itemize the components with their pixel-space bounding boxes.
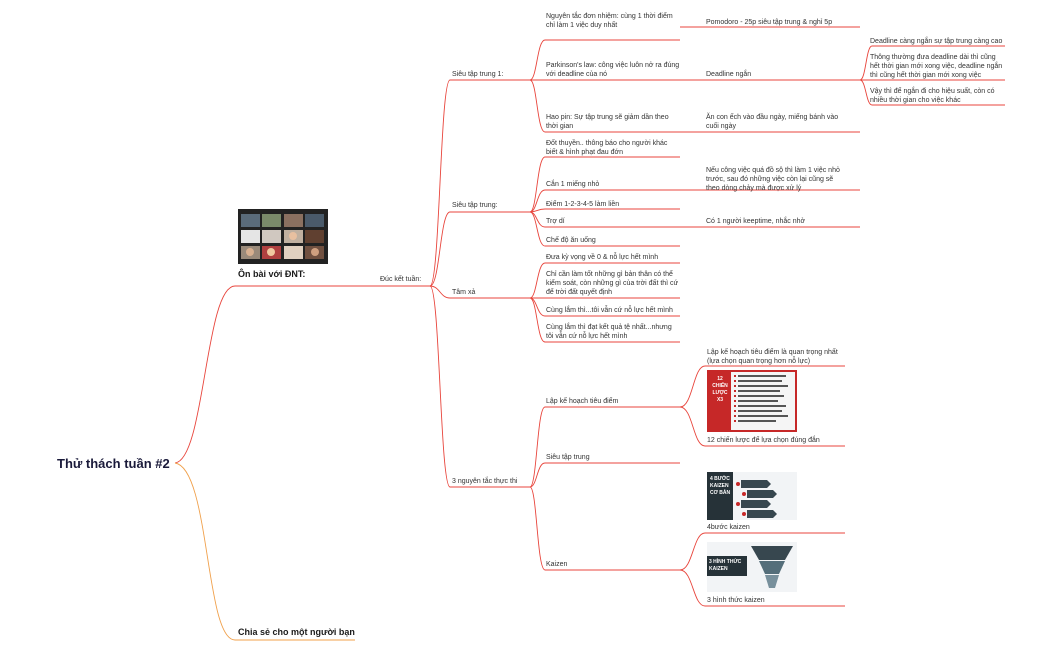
kaizen-types-title: 3 HÌNH THỨC KAIZEN [709,559,742,572]
strategy-graphic [707,370,797,432]
node-12-chien-luoc[interactable]: 12 chiến lược để lựa chọn đúng đắn [707,437,820,444]
node-dot-thuyen[interactable]: Đốt thuyền.. thông báo cho người khác bi… [546,140,668,156]
node-diem-12345[interactable]: Điểm 1-2-3-4-5 làm liền [546,201,620,208]
node-deadline-note-1[interactable]: Deadline càng ngắn sự tập trung càng cao [870,38,1003,45]
node-cung-lam-thi-1[interactable]: Cùng lắm thì...tôi vẫn cứ nỗ lực hết mìn… [546,307,673,314]
node-cung-lam-thi-2[interactable]: Cùng lắm thì đạt kết quả tệ nhất...nhưng… [546,324,672,340]
connector-chia-se [174,462,355,641]
strategy-image: 12 CHIẾN LƯỢC X3 [707,370,797,432]
duc-ket-tuan-label[interactable]: Đúc kết tuần: [380,276,422,283]
node-deadline-note-2[interactable]: Thông thường đưa deadline dài thì cũng h… [870,54,1003,79]
root-topic[interactable]: Thử thách tuần #2 [57,456,170,471]
node-lap-ke-hoach-note[interactable]: Lập kế hoạch tiêu điểm là quan trọng nhấ… [707,349,838,365]
kaizen-steps-title: 4 BƯỚC KAIZEN CƠ BẢN [710,476,731,496]
node-lap-ke-hoach[interactable]: Lập kế hoạch tiêu điểm [546,398,619,405]
kaizen-steps-graphic [707,472,797,520]
node-hao-pin[interactable]: Hao pin: Sự tập trung sẽ giảm dần theo t… [546,114,669,130]
branch-nguyen-tac[interactable]: 3 nguyên tắc thực thi [452,478,518,485]
kaizen-types-graphic [707,542,797,592]
node-3-hinh-thuc-kaizen[interactable]: 3 hình thức kaizen [707,597,765,604]
node-kiem-soat[interactable]: Chỉ cần làm tốt những gì bản thân có thể… [546,271,679,296]
kaizen-steps-image: 4 BƯỚC KAIZEN CƠ BẢN [707,472,797,520]
video-call-image [238,209,328,264]
node-che-do-an[interactable]: Chế độ ăn uống [546,237,596,244]
node-kaizen[interactable]: Kaizen [546,561,568,568]
node-ky-vong[interactable]: Đưa kỳ vọng về 0 & nỗ lực hết mình [546,254,659,261]
video-call-thumbnail [238,209,328,264]
connector-on-bai [174,285,300,464]
node-4-buoc-kaizen[interactable]: 4bước kaizen [707,524,750,531]
node-cong-viec-do-so[interactable]: Nếu công việc quá đồ sộ thì làm 1 việc n… [706,167,840,192]
branch-sieu-tap-trung-1[interactable]: Siêu tập trung 1: [452,71,504,78]
strategy-image-title: 12 CHIẾN LƯỢC X3 [712,376,728,403]
kaizen-types-image: 3 HÌNH THỨC KAIZEN [707,542,797,592]
node-parkinson[interactable]: Parkinson's law: công việc luôn nở ra đú… [546,62,680,78]
branch-sieu-tap-trung[interactable]: Siêu tập trung: [452,202,498,209]
node-pomodoro[interactable]: Pomodoro - 25p siêu tập trung & nghỉ 5p [706,19,833,26]
node-don-nhiem[interactable]: Nguyên tắc đơn nhiệm: cùng 1 thời điểm c… [546,13,673,29]
node-tro-di[interactable]: Trợ dí [546,218,565,225]
branch-tam-xa[interactable]: Tâm xả [452,289,476,296]
node-deadline-ngan[interactable]: Deadline ngắn [706,71,752,78]
node-keeptime[interactable]: Có 1 người keeptime, nhắc nhở [706,218,806,225]
node-an-con-ech[interactable]: Ăn con ếch vào đầu ngày, miếng bánh vào … [706,114,839,130]
node-can-1-mieng[interactable]: Cắn 1 miếng nhỏ [546,181,600,188]
node-deadline-note-3[interactable]: Vậy thì để ngắn đi cho hiệu suất, còn có… [870,88,995,104]
node-sieu-tap-trung-2[interactable]: Siêu tập trung [546,454,590,461]
on-bai-title[interactable]: Ôn bài với ĐNT: [238,269,306,279]
chia-se-topic[interactable]: Chia sẻ cho một người bạn [238,627,355,637]
